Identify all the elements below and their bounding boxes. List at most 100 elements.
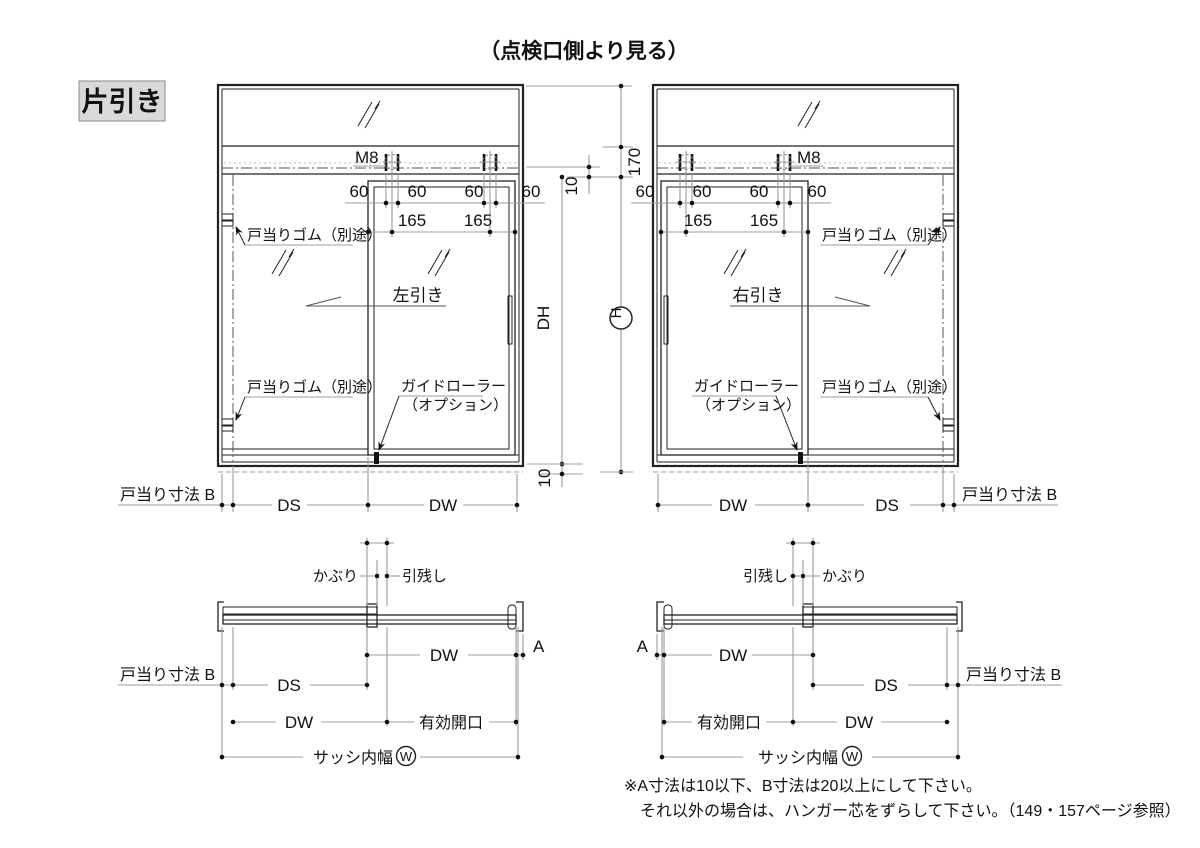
dim-dw: DW <box>845 713 873 732</box>
type-label-box: 片引き <box>78 80 166 122</box>
glass-hatch-icon <box>883 248 907 277</box>
left-doorstop-rubber-bottom <box>221 418 234 432</box>
doorstop-dim-b-label: 戸当り寸法 B <box>962 486 1057 504</box>
left-plan-jamb-left <box>217 601 224 632</box>
dim-h-circle <box>609 306 633 330</box>
footnote-line-1: ※A寸法は10以下、B寸法は20以上にして下さい。 <box>624 777 982 795</box>
left-hanger-bolts <box>382 151 500 173</box>
right-plan-overlap-block <box>802 603 814 628</box>
dim-170: 170 <box>625 148 644 176</box>
right-dim-165-row: 165 165 <box>658 173 811 237</box>
doorstop-rubber-label: 戸当りゴム（別途） <box>822 378 957 396</box>
guide-roller-option-label: （オプション） <box>403 397 508 414</box>
dim-165: 165 <box>684 211 712 230</box>
sash-width-label: サッシ内幅 <box>758 749 838 767</box>
dim-60: 60 <box>750 182 769 201</box>
dim-dw: DW <box>430 646 458 665</box>
left-dim-165-row: 165 165 <box>365 173 518 237</box>
left-door-handle <box>507 295 513 345</box>
slide-left-arrow <box>305 296 446 307</box>
right-plan-overlap-dims: 引残し かぶり <box>743 538 867 606</box>
glass-hatch-icon <box>357 100 381 129</box>
page-title: （点検口側より見る） <box>479 39 689 63</box>
dim-165: 165 <box>464 211 492 230</box>
right-plan-handle <box>663 604 673 630</box>
dim-h: H <box>608 308 625 319</box>
guide-roller-option-label: （オプション） <box>696 397 801 414</box>
left-frame-outline <box>216 83 525 468</box>
effective-opening-label: 有効開口 <box>419 714 483 732</box>
right-guide-roller <box>798 452 803 464</box>
glass-hatch-icon <box>797 100 821 129</box>
right-plan-dims: A DW DS 戸当り寸法 B 有効開口 DW サッシ内幅 W <box>637 627 1062 767</box>
doorstop-dim-b-label: 戸当り寸法 B <box>966 666 1061 684</box>
dim-60: 60 <box>522 182 541 201</box>
slide-right-label: 右引き <box>733 286 784 305</box>
dim-dh: DH <box>534 306 553 331</box>
dim-w-circle <box>841 745 863 767</box>
dim-60: 60 <box>693 182 712 201</box>
m8-label: M8 <box>355 148 379 167</box>
right-elevation: M8 60 60 60 60 165 165 <box>631 83 1058 515</box>
dim-a: A <box>533 637 545 656</box>
sash-width-label: サッシ内幅 <box>313 749 393 767</box>
kaburi-label: かぶり <box>822 568 867 585</box>
dim-10: 10 <box>562 177 581 196</box>
dim-ds: DS <box>875 496 899 515</box>
hikinokoshi-label: 引残し <box>402 568 447 585</box>
dim-60: 60 <box>465 182 484 201</box>
effective-opening-label: 有効開口 <box>697 714 761 732</box>
glass-hatch-icon <box>723 248 747 277</box>
slide-left-label: 左引き <box>393 286 444 305</box>
glass-hatch-icon <box>271 248 295 277</box>
right-plan-track <box>802 606 958 615</box>
guide-roller-label: ガイドローラー <box>694 378 799 395</box>
dim-w: W <box>400 749 413 764</box>
left-elevation: M8 60 60 60 60 165 165 <box>118 83 545 515</box>
type-label: 片引き <box>82 87 163 117</box>
left-plan-overlap-block <box>366 603 378 628</box>
dim-a: A <box>637 637 649 656</box>
left-plan-overlap-dims: かぶり 引残し <box>313 538 447 606</box>
footnotes: ※A寸法は10以下、B寸法は20以上にして下さい。 それ以外の場合は、ハンガー芯… <box>624 777 1181 820</box>
dim-ds: DS <box>874 676 898 695</box>
dim-dw: DW <box>719 646 747 665</box>
dim-60: 60 <box>808 182 827 201</box>
right-frame-outline <box>651 83 960 468</box>
left-plan-dims: DW A 戸当り寸法 B DS DW 有効開口 サッシ内幅 W <box>118 627 545 767</box>
right-hanger-bolts <box>676 151 794 173</box>
center-dimensions: 170 10 DH H 10 <box>526 83 644 488</box>
dim-dw: DW <box>429 496 457 515</box>
dim-60: 60 <box>636 182 655 201</box>
doorstop-dim-b-label: 戸当り寸法 B <box>120 666 215 684</box>
dim-165: 165 <box>750 211 778 230</box>
right-bottom-dims: DW DS 戸当り寸法 B <box>655 457 1058 515</box>
guide-roller-label: ガイドローラー <box>401 378 506 395</box>
right-doorstop-rubber-bottom <box>942 418 955 432</box>
doorstop-rubber-label: 戸当りゴム（別途） <box>822 226 957 244</box>
left-plan-jamb-right <box>516 601 524 632</box>
hikinokoshi-label: 引残し <box>743 568 788 585</box>
right-doorstop-rubber-top <box>942 213 955 227</box>
kaburi-label: かぶり <box>313 568 358 585</box>
doorstop-rubber-label: 戸当りゴム（別途） <box>247 226 382 244</box>
left-dim-60-row: 60 60 60 60 <box>345 173 545 208</box>
left-plan-view: かぶり 引残し DW A 戸当り寸法 B DS <box>118 538 545 767</box>
left-plan-handle <box>507 604 517 630</box>
dim-10: 10 <box>535 469 554 488</box>
right-door-handle <box>663 295 669 345</box>
right-dim-60-row: 60 60 60 60 <box>631 173 831 208</box>
dim-60: 60 <box>408 182 427 201</box>
doorstop-rubber-label: 戸当りゴム（別途） <box>247 378 382 396</box>
dim-w: W <box>846 749 859 764</box>
dim-w-circle <box>395 745 417 767</box>
left-guide-roller <box>374 452 379 464</box>
footnote-line-2: それ以外の場合は、ハンガー芯をずらして下さい。（149・157ページ参照） <box>640 802 1181 820</box>
m8-label: M8 <box>797 148 821 167</box>
dim-ds: DS <box>277 676 301 695</box>
right-plan-jamb-right <box>956 601 963 632</box>
dim-ds: DS <box>277 496 301 515</box>
left-bottom-dims: 戸当り寸法 B DS DW <box>118 457 520 515</box>
left-doorstop-rubber-top <box>221 213 234 227</box>
